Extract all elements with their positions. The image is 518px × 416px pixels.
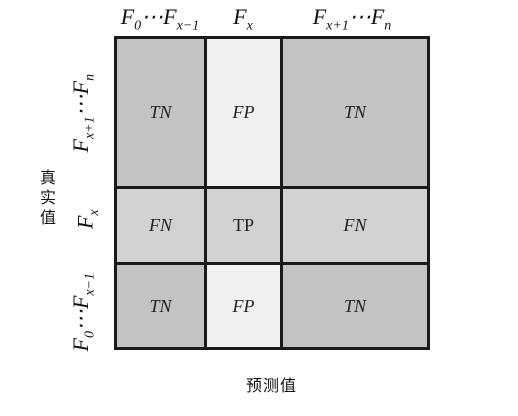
header-subscript: 0 [82,331,98,339]
header-ellipsis: ⋯ [68,94,94,117]
cell-fn-left: FN [117,189,204,262]
axis-char: 真 [39,168,56,187]
axis-char: 实 [39,188,56,207]
column-header-fx+1-to-fn: Fx+1⋯Fn [313,4,392,34]
axis-char: 值 [39,208,56,227]
grid-divider-vertical [204,39,207,347]
cell-label: TN [343,102,367,122]
column-header-f0-to-fx-1: F0⋯Fx−1 [121,4,200,34]
header-subscript: x [246,18,253,34]
header-symbol: F [68,338,94,352]
header-subscript: 0 [134,18,142,34]
header-subscript: x [87,209,103,216]
header-symbol: F [120,4,135,29]
header-subscript: x+1 [326,18,349,34]
cell-label: TN [149,102,172,122]
header-symbol: F [233,4,247,29]
header-symbol: F [68,80,94,95]
cell-label: TN [343,295,367,316]
header-symbol: F [312,4,327,29]
cell-label: TP [232,215,254,235]
cell-tn-bottom-left: TN [117,265,204,347]
header-symbol: F [72,215,98,230]
header-symbol: F [370,4,385,29]
header-subscript: n [384,18,392,34]
row-header-fx: Fx [73,209,103,229]
cell-label: FP [232,102,255,122]
cell-tp: TP [207,189,280,262]
header-ellipsis: ⋯ [348,4,371,29]
cell-label: FN [343,215,367,235]
header-subscript: x+1 [82,116,98,140]
grid-divider-horizontal [117,262,427,265]
predicted-value-axis-label: 预测值 [246,376,298,395]
cell-label: TN [149,295,172,316]
cell-fp-top: FP [207,39,280,186]
header-ellipsis: ⋯ [141,4,164,29]
grid-divider-vertical [280,39,283,347]
cell-fp-bottom: FP [207,265,280,347]
grid-divider-horizontal [117,186,427,189]
header-subscript: x−1 [82,272,98,296]
cell-tn-top-right: TN [283,39,427,186]
header-symbol: F [68,139,94,153]
header-symbol: F [163,4,177,29]
header-subscript: x−1 [176,18,200,34]
cell-label: FN [148,215,172,235]
row-header-f0-to-fx-1: F0⋯Fx−1 [68,273,98,352]
true-value-axis-label: 真 实 值 [38,168,58,228]
cell-tn-bottom-right: TN [283,265,427,347]
header-ellipsis: ⋯ [68,309,94,332]
header-subscript: n [82,73,98,81]
cell-tn-top-left: TN [117,39,204,186]
column-header-fx: Fx [233,4,253,34]
row-header-fx+1-to-fn: Fx+1⋯Fn [68,74,98,153]
cell-label: FP [232,295,255,316]
cell-fn-right: FN [283,189,427,262]
confusion-matrix: TN FP TN FN TP FN TN FP TN [114,36,430,350]
header-symbol: F [68,295,94,310]
